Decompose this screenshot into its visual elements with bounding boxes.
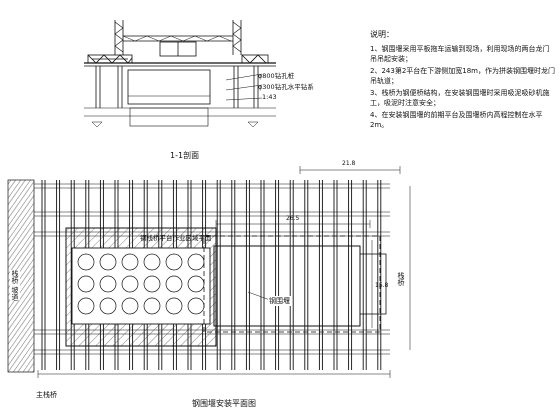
cofferdam-piles (77, 253, 205, 315)
pile-circle (99, 297, 117, 315)
bottom-left-label: 主栈桥 (36, 391, 57, 399)
pile-circle (121, 275, 139, 293)
section-callout-2: φ300钻孔水平钻系 (258, 83, 314, 91)
note-item-1: 1、钢围堰采用平板拖车运输到现场，利用现场的两台龙门吊吊起安装； (370, 44, 550, 64)
pile-circle (187, 297, 205, 315)
plan-dim-top: 21.8 (342, 160, 356, 167)
pile-circle (143, 297, 161, 315)
pile-circle (187, 253, 205, 271)
cofferdam-outline (203, 235, 381, 333)
left-side-label: 栈桥 坡道 (10, 270, 20, 301)
pile-circle (165, 275, 183, 293)
section-callout-1: φ800钻孔桩 (258, 72, 295, 80)
dimension-lines (37, 166, 411, 378)
note-item-2: 2、243第2平台在下游侧加宽18m，作为拼装钢围堰时龙门吊轨道； (370, 66, 555, 86)
truss-left (87, 54, 133, 64)
pile-circle (165, 297, 183, 315)
truss-right (241, 54, 269, 64)
pile-circle (99, 275, 117, 293)
right-side-label: 栈桥 (397, 272, 405, 286)
section-scale-note: 1:43 (262, 93, 277, 101)
platform-label: 钢栈桥平台作业区域平面 (140, 234, 212, 242)
section-caption: 1-1剖面 (170, 151, 200, 160)
pile-circle (143, 253, 161, 271)
plan-view (7, 166, 411, 378)
pile-circle (99, 253, 117, 271)
plan-dim-mid: 26.5 (286, 215, 300, 222)
gantry-frame (114, 20, 242, 57)
plan-caption: 钢围堰安装平面图 (192, 399, 256, 408)
cofferdam-label: 钢围堰 (268, 296, 291, 306)
pile-circle (165, 253, 183, 271)
pile-circle (121, 253, 139, 271)
pile-circle (187, 275, 205, 293)
note-item-4: 4、在安装钢围堰的前期平台及围堰桥内高程控制在水平2m。 (370, 110, 543, 130)
pile-circle (77, 253, 95, 271)
notes-block: 说明： 1、钢围堰采用平板拖车运输到现场，利用现场的两台龙门吊吊起安装； 2、2… (370, 30, 556, 132)
section-piles (95, 66, 259, 108)
pile-circle (77, 275, 95, 293)
pile-circle (121, 297, 139, 315)
pile-circle (77, 297, 95, 315)
note-item-3: 3、栈桥为钢便桥结构，在安装钢围堰时采用吸泥吸砂机施工，吸泥时注意安全； (370, 88, 550, 108)
plan-dim-right: 15.8 (375, 282, 389, 289)
section-view (84, 20, 276, 128)
pile-circle (143, 275, 161, 293)
notes-title: 说明： (370, 30, 394, 39)
